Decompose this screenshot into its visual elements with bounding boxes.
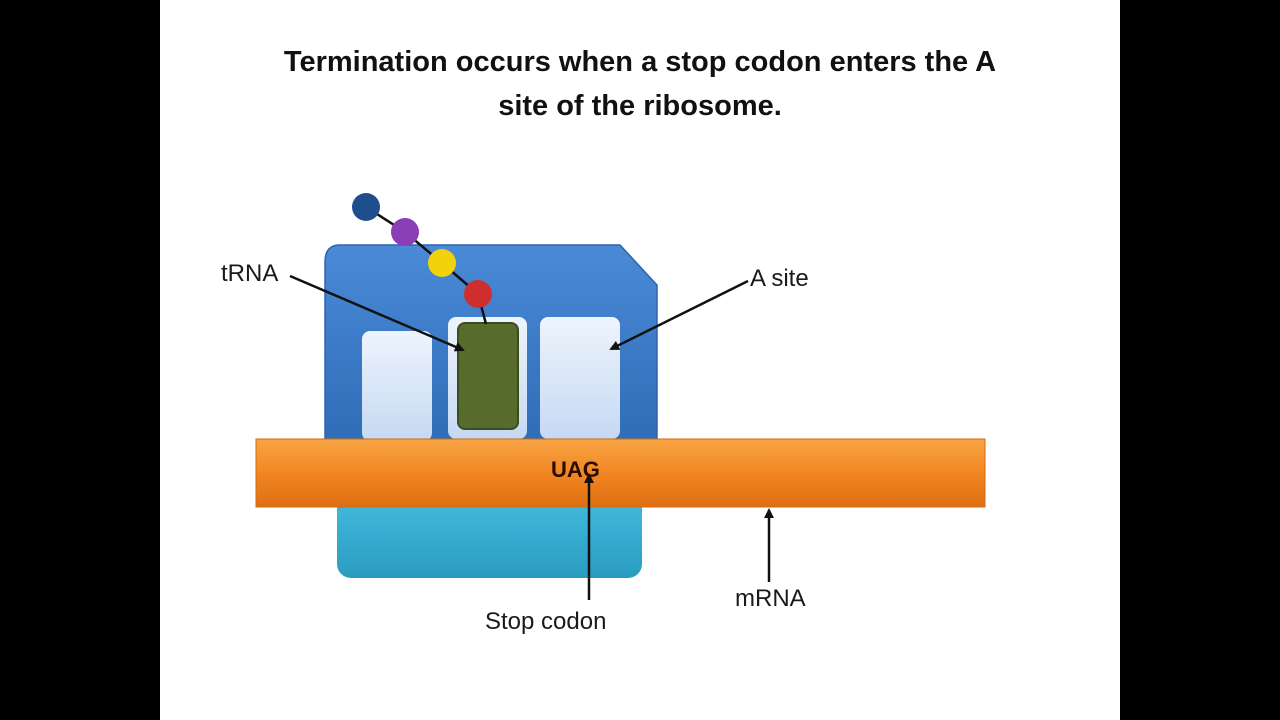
stop-codon-label: Stop codon — [485, 608, 607, 635]
amino-acid-3 — [428, 249, 456, 277]
a-site-box — [540, 317, 620, 439]
a-site-arrow — [609, 279, 749, 351]
slide: Termination occurs when a stop codon ent… — [160, 0, 1120, 720]
trna-shape — [457, 322, 519, 430]
amino-acid-1 — [352, 193, 380, 221]
e-site-box — [362, 331, 432, 441]
translation-termination-diagram — [255, 193, 986, 600]
trna-label: tRNA — [221, 260, 279, 287]
amino-acid-4 — [464, 280, 492, 308]
title-line-2: site of the ribosome. — [498, 90, 782, 122]
amino-acid-2 — [391, 218, 419, 246]
trna-arrow — [289, 274, 465, 352]
slide-title: Termination occurs when a stop codon ent… — [160, 40, 1120, 128]
mrna-label: mRNA — [735, 585, 806, 612]
title-line-1: Termination occurs when a stop codon ent… — [283, 46, 997, 78]
stop-codon-text: UAG — [551, 457, 600, 482]
ribosome-small-subunit — [337, 490, 642, 578]
mrna-strand — [255, 438, 986, 508]
a-site-label: A site — [750, 265, 809, 292]
